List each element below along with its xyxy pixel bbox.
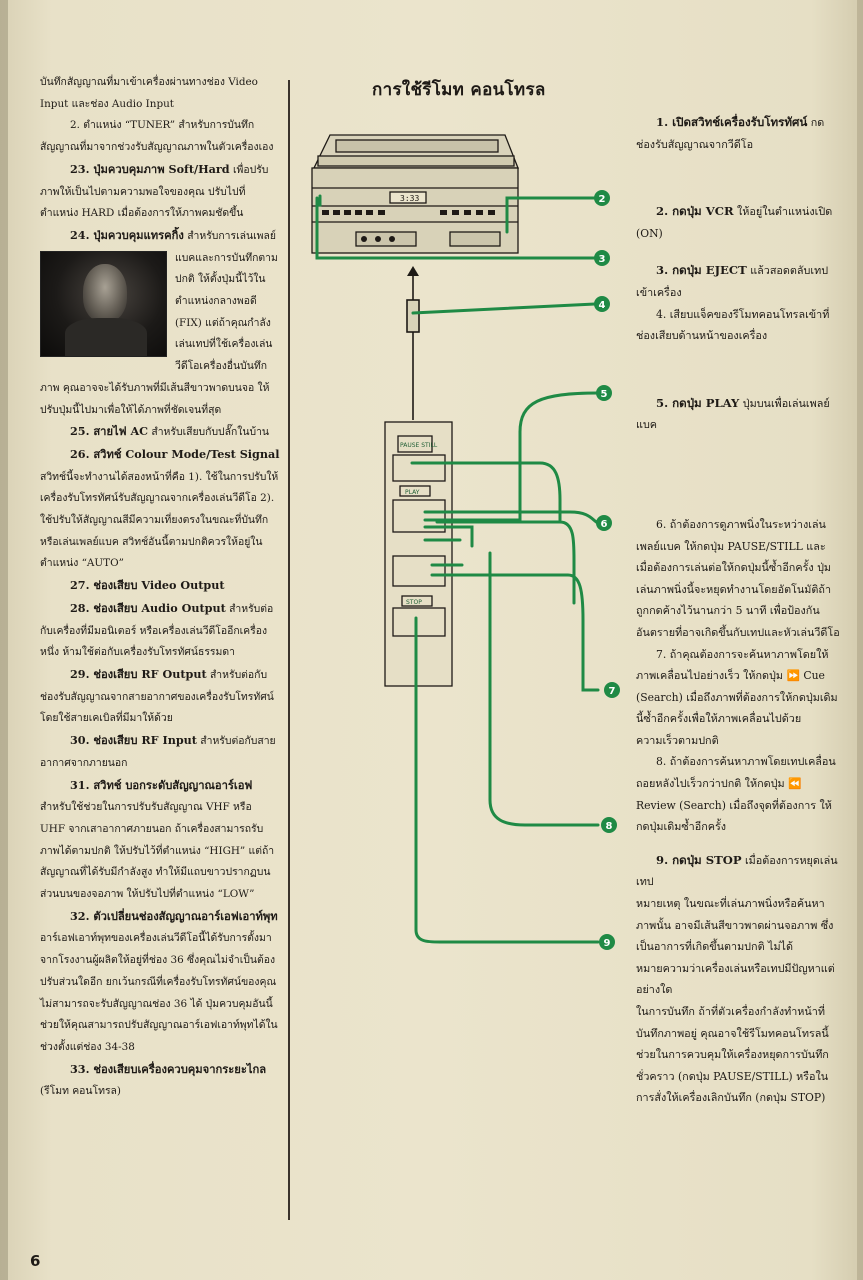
left-para-8: 29. ช่องเสียบ RF Output สำหรับต่อกับช่อง… <box>40 666 274 725</box>
step-8: 8. ถ้าต้องการค้นหาภาพโดยเทปเคลื่อนถอยหลั… <box>636 755 836 834</box>
left-para-11: 32. ตัวเปลี่ยนช่องสัญญาณอาร์เอฟเอาท์พุท … <box>40 908 278 1053</box>
insert-arrow-icon <box>407 266 419 276</box>
step-4: 4. เสียบแจ็คของรีโมทคอนโทรลเข้าที่ช่องเส… <box>636 307 830 343</box>
remote-body <box>384 421 453 687</box>
remote-label-play: PLAY <box>405 489 420 496</box>
step-5: 5. กดปุ่ม PLAY ปุ่มบนเพื่อเล่นเพลย์แบค <box>636 395 830 432</box>
right-column: 1. เปิดสวิทช์เครื่องรับโทรทัศน์ กดช่องรั… <box>636 112 842 1109</box>
callout-7-label: 7 <box>609 686 616 697</box>
left-para-0: บันทึกสัญญาณที่มาเข้าเครื่องผ่านทางช่อง … <box>40 76 258 110</box>
left-para-3: 24. ปุ่มควบคุมแทรคกิ้ง สำหรับการเล่นเพลย… <box>40 227 278 416</box>
left-para-10: 31. สวิทช์ บอกระดับสัญญาณอาร์เอฟ สำหรับใ… <box>40 777 275 901</box>
callout-2 <box>594 190 610 206</box>
left-para-4: 25. สายไฟ AC สำหรับเสียบกับปลั๊กในบ้าน <box>70 424 270 439</box>
page-number: 6 <box>30 1252 41 1270</box>
left-para-6: 27. ช่องเสียบ Video Output <box>70 578 225 593</box>
step-3: 3. กดปุ่ม EJECT แล้วสอดตลับเทปเข้าเครื่อ… <box>636 263 829 299</box>
callout-2-label: 2 <box>599 194 606 205</box>
left-para-1: 2. ตำแหน่ง “TUNER” สำหรับการบันทึกสัญญาณ… <box>40 119 274 154</box>
vcr-display-readout: 3:33 <box>400 194 419 203</box>
callout-9 <box>599 934 615 950</box>
remote-label-stop: STOP <box>406 599 422 606</box>
remote-label-pause: PAUSE STILL <box>400 442 438 449</box>
callout-8-label: 8 <box>606 821 613 832</box>
callouts: 2 3 4 5 6 7 8 9 <box>594 190 620 950</box>
tracking-photo <box>40 250 167 357</box>
step-2: 2. กดปุ่ม VCR ให้อยู่ในตำแหน่งเปิด (ON) <box>636 204 833 240</box>
callout-6-label: 6 <box>601 519 608 530</box>
callout-5-label: 5 <box>601 389 608 400</box>
page-left-edge <box>0 0 8 1280</box>
remote-cable <box>406 272 420 420</box>
callout-3 <box>594 250 610 266</box>
left-column: บันทึกสัญญาณที่มาเข้าเครื่องผ่านทางช่อง … <box>40 72 280 1103</box>
left-para-5: 26. สวิทช์ Colour Mode/Test Signal สวิทช… <box>40 446 280 570</box>
page-title: การใช้รีโมท คอนโทรล <box>372 80 546 100</box>
leader-lines <box>315 194 600 944</box>
step-7: 7. ถ้าคุณต้องการจะค้นหาภาพโดยให้ภาพเคลื่… <box>636 647 838 747</box>
callout-8 <box>601 817 617 833</box>
step-9: 9. กดปุ่ม STOP เมื่อต้องการหยุดเล่นเทป <box>636 852 838 889</box>
left-para-9: 30. ช่องเสียบ RF Input สำหรับต่อกับสายอา… <box>40 733 276 769</box>
page-right-edge <box>857 0 863 1280</box>
note-paragraph: หมายเหตุ ในขณะที่เล่นภาพนิ่งหรือค้นหาภาพ… <box>636 897 835 997</box>
vcr-buttons <box>322 210 495 242</box>
callout-3-label: 3 <box>599 254 606 265</box>
left-para-12: 33. ช่องเสียบเครื่องควบคุมจากระยะไกล (รี… <box>40 1061 267 1098</box>
callout-5 <box>596 385 612 401</box>
callout-4 <box>594 296 610 312</box>
left-para-2: 23. ปุ่มควบคุมภาพ Soft/Hard เพื่อปรับภาพ… <box>40 161 269 220</box>
callout-7 <box>604 682 620 698</box>
step-1: 1. เปิดสวิทช์เครื่องรับโทรทัศน์ กดช่องรั… <box>636 115 825 151</box>
callout-9-label: 9 <box>604 938 611 949</box>
recording-paragraph: ในการบันทึก ถ้าที่ตัวเครื่องกำลังทำหน้าท… <box>636 1005 829 1105</box>
callout-6 <box>596 515 612 531</box>
step-6: 6. ถ้าต้องการดูภาพนิ่งในระหว่างเล่นเพลย์… <box>636 517 840 639</box>
column-divider <box>288 80 290 1220</box>
callout-4-label: 4 <box>599 300 606 311</box>
left-para-7: 28. ช่องเสียบ Audio Output สำหรับต่อกับเ… <box>40 600 274 659</box>
